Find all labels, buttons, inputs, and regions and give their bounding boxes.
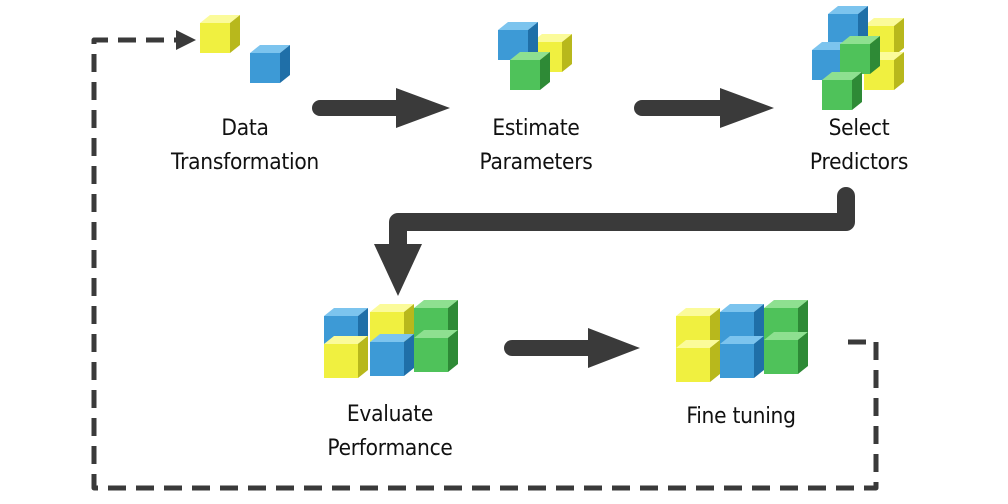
label-select-predictors-line1: Select [828,116,890,141]
cubes-data-transformation [200,15,290,83]
arrow-estimate-to-select [634,88,774,128]
label-evaluate-performance-line1: Evaluate [346,402,434,427]
label-data-transformation-line1: Data [221,116,269,141]
label-evaluate-performance-line2: Performance [327,436,453,461]
cubes-select-predictors [812,6,904,110]
label-evaluate-performance: Evaluate Performance [307,398,473,466]
feedback-loop-line [91,37,879,491]
arrow-transform-to-estimate [312,88,450,128]
cubes-estimate-parameters [498,22,572,90]
label-select-predictors-line2: Predictors [809,150,909,175]
label-select-predictors: Select Predictors [783,112,936,180]
arrow-evaluate-to-finetune [504,328,640,368]
label-estimate-parameters-line2: Parameters [479,150,593,175]
feedback-loop-arrowhead [176,30,196,50]
label-data-transformation: Data Transformation [158,112,333,180]
label-estimate-parameters-line1: Estimate [492,116,580,141]
cubes-evaluate-performance [324,300,458,378]
label-data-transformation-line2: Transformation [170,150,319,175]
cubes-fine-tuning [676,300,808,382]
label-fine-tuning-line1: Fine tuning [686,404,796,429]
label-estimate-parameters: Estimate Parameters [453,112,619,180]
label-fine-tuning: Fine tuning [672,400,810,434]
arrow-select-to-evaluate [374,187,855,296]
